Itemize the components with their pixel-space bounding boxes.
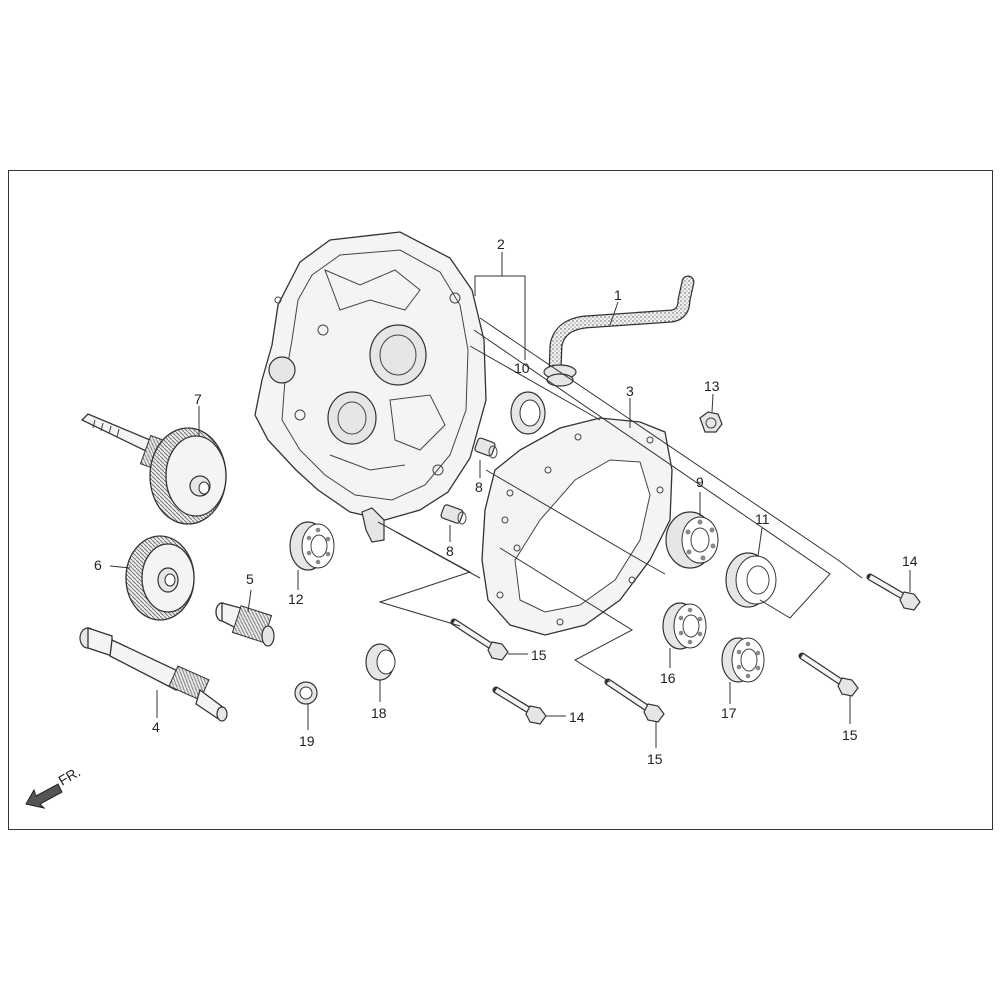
callout-11: 11	[755, 511, 770, 527]
dowel-pin-8b	[440, 504, 467, 525]
transmission-case-cover	[254, 231, 487, 543]
callout-15b: 15	[647, 751, 663, 767]
case-gasket	[481, 417, 673, 636]
bolt-14-bottom	[492, 686, 547, 725]
callout-8a: 8	[475, 479, 483, 495]
callout-15a: 15	[531, 647, 547, 663]
callout-19: 19	[299, 733, 315, 749]
leader-lines	[109, 252, 911, 748]
callout-1: 1	[614, 287, 622, 303]
front-direction-indicator: FR.	[25, 763, 84, 809]
callout-12: 12	[288, 591, 304, 607]
flange-nut-13	[699, 411, 723, 433]
callout-14b: 14	[569, 709, 585, 725]
bolt-15-lower	[604, 678, 665, 723]
front-arrow-icon	[25, 783, 63, 809]
callout-13: 13	[704, 378, 720, 394]
oil-seal-10	[510, 391, 546, 435]
callout-15c: 15	[842, 727, 858, 743]
final-shaft-4	[79, 627, 228, 722]
washer-19	[294, 681, 318, 705]
callout-16: 16	[660, 670, 676, 686]
callout-3: 3	[626, 383, 634, 399]
diagram-frame	[8, 170, 993, 830]
oil-seal-18	[365, 643, 396, 681]
direction-label: FR.	[56, 763, 84, 788]
final-gear-6	[125, 535, 195, 621]
oil-seal-11	[725, 552, 777, 608]
callout-5: 5	[246, 571, 254, 587]
callout-17: 17	[721, 705, 737, 721]
callout-8b: 8	[446, 543, 454, 559]
drive-pinion-5	[215, 602, 275, 647]
callout-14a: 14	[902, 553, 918, 569]
callout-6: 6	[94, 557, 102, 573]
callout-labels: 1 2 3 4 5 6 7 8 8 9 10 11 12 13 14 14 15…	[94, 236, 918, 767]
countershaft-gear-7	[80, 413, 227, 525]
callout-2: 2	[497, 236, 505, 252]
callout-18: 18	[371, 705, 387, 721]
bolt-15-center	[450, 618, 509, 661]
callout-10: 10	[514, 360, 530, 376]
bearing-16	[662, 602, 707, 650]
bearing-12	[289, 521, 335, 571]
bolt-15-right	[798, 652, 859, 697]
callout-7: 7	[194, 391, 202, 407]
dowel-pin-8a	[474, 437, 498, 459]
bearing-17	[721, 637, 765, 683]
bearing-9	[665, 511, 719, 569]
bolt-14-right	[866, 573, 921, 611]
callout-4: 4	[152, 719, 160, 735]
callout-9: 9	[696, 474, 704, 490]
